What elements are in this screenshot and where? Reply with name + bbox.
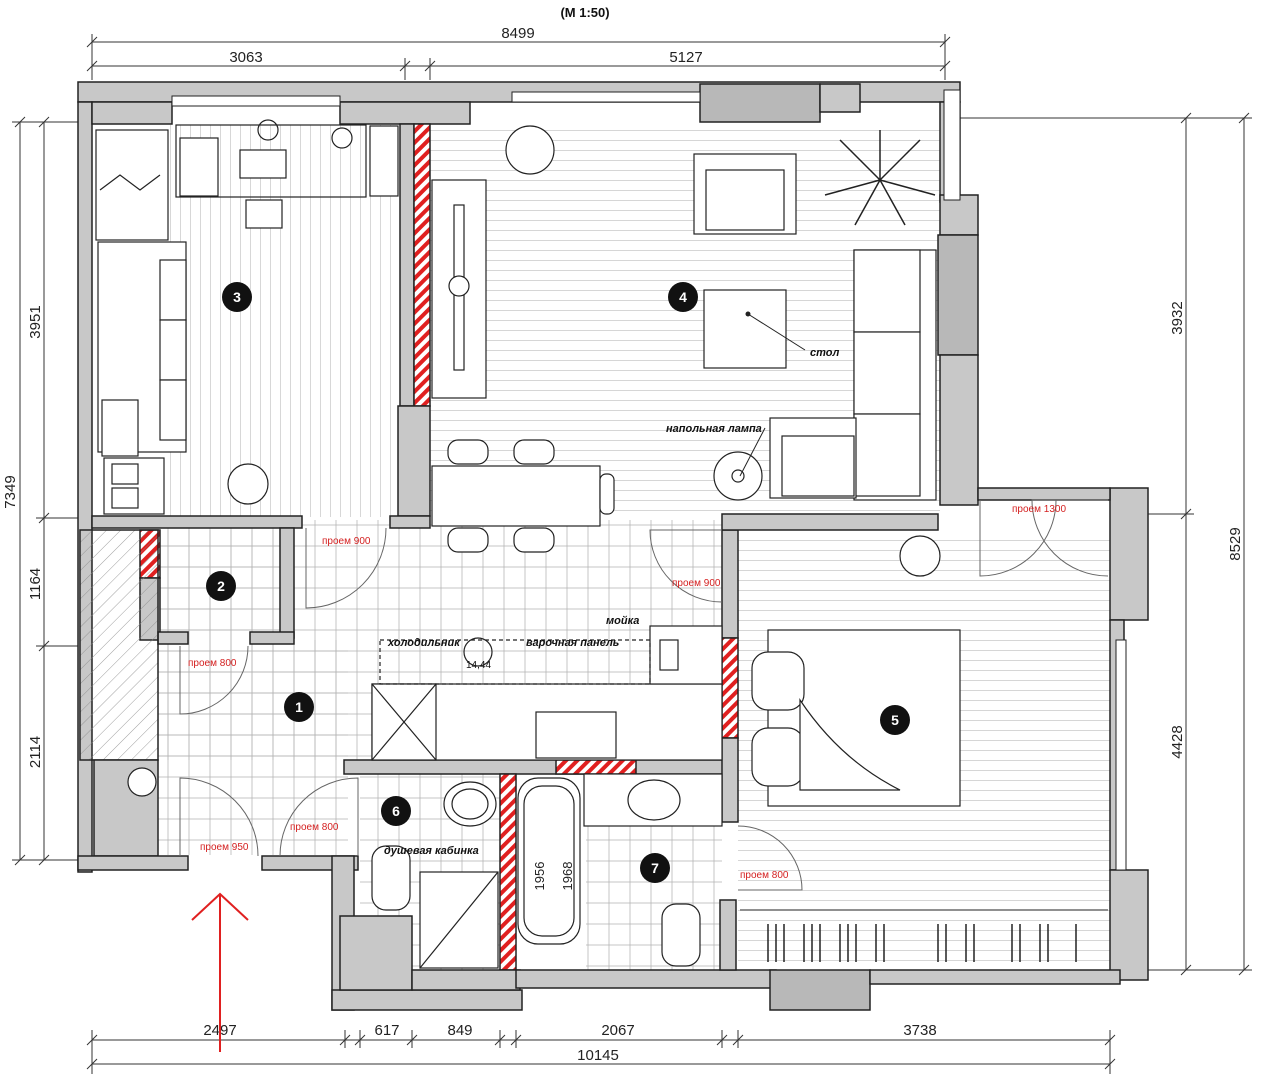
dim-right-b: 4428 — [1169, 725, 1186, 758]
svg-text:3: 3 — [233, 289, 241, 305]
top-dimension-lines — [86, 34, 951, 80]
label-hob: варочная панель — [526, 637, 619, 649]
dim-left-b: 1164 — [27, 568, 44, 600]
room-marker-2: 2 — [206, 571, 236, 601]
windows — [171, 89, 1127, 871]
dim-bottom-d: 2067 — [601, 1022, 634, 1039]
room-marker-7: 7 — [640, 853, 670, 883]
dim-bath-a: 1956 — [532, 862, 547, 891]
door-swings — [179, 499, 1109, 891]
hall-fixture-icon — [127, 767, 157, 797]
dim-left-a: 3951 — [27, 305, 44, 338]
svg-text:5: 5 — [891, 712, 899, 728]
label-opening-800-a: проем 800 — [188, 658, 237, 669]
kitchen-furniture — [371, 625, 723, 761]
room-marker-3: 3 — [222, 282, 252, 312]
bottom-dimension-lines — [86, 1030, 1116, 1074]
room-marker-5: 5 — [880, 705, 910, 735]
room-marker-1: 1 — [284, 692, 314, 722]
label-opening-950: проем 950 — [200, 842, 249, 853]
dim-bottom-b: 617 — [374, 1022, 399, 1039]
dim-bottom-c: 849 — [447, 1022, 472, 1039]
dim-right-total: 8529 — [1227, 527, 1244, 560]
dim-top-left: 3063 — [229, 49, 262, 66]
label-opening-900-b: проем 900 — [672, 578, 721, 589]
svg-text:1: 1 — [295, 699, 303, 715]
dim-left-total: 7349 — [2, 475, 19, 508]
label-sink: мойка — [606, 615, 639, 627]
dim-top-right: 5127 — [669, 49, 702, 66]
svg-text:7: 7 — [651, 860, 659, 876]
label-opening-800-c: проем 800 — [740, 870, 789, 881]
left-dimension-lines — [12, 116, 80, 866]
label-floor-lamp: напольная лампа — [666, 423, 762, 435]
dim-bottom-e: 3738 — [903, 1022, 936, 1039]
label-table: стол — [810, 347, 839, 359]
entrance-arrow-icon — [191, 892, 249, 1052]
bedroom-furniture — [751, 629, 961, 807]
label-opening-1300: проем 1300 — [1012, 504, 1066, 515]
svg-text:6: 6 — [392, 803, 400, 819]
label-opening-900-a: проем 900 — [322, 536, 371, 547]
dim-bottom-total: 10145 — [577, 1047, 619, 1064]
label-fridge: холодильник — [387, 637, 461, 649]
right-dimension-lines — [950, 112, 1252, 976]
dim-right-a: 3932 — [1169, 301, 1186, 334]
dim-bath-b: 1968 — [560, 862, 575, 891]
dim-left-c: 2114 — [27, 736, 44, 768]
table-marker — [745, 311, 751, 317]
room-marker-6: 6 — [381, 796, 411, 826]
plant-icon — [824, 130, 936, 226]
svg-text:2: 2 — [217, 578, 225, 594]
room4-furniture — [431, 125, 937, 553]
plant-icon — [899, 535, 941, 577]
label-area: 14,44 — [466, 660, 491, 671]
svg-text:4: 4 — [679, 289, 687, 305]
room-marker-4: 4 — [668, 282, 698, 312]
radiator — [767, 924, 1077, 962]
label-shower: душевая кабинка — [384, 845, 479, 857]
dim-top-total: 8499 — [501, 25, 534, 42]
bathroom6-fixtures — [371, 777, 581, 969]
bathroom7-fixtures — [583, 773, 723, 967]
room3-furniture — [95, 119, 399, 515]
label-opening-800-b: проем 800 — [290, 822, 339, 833]
scale-title: (M 1:50) — [560, 5, 609, 20]
